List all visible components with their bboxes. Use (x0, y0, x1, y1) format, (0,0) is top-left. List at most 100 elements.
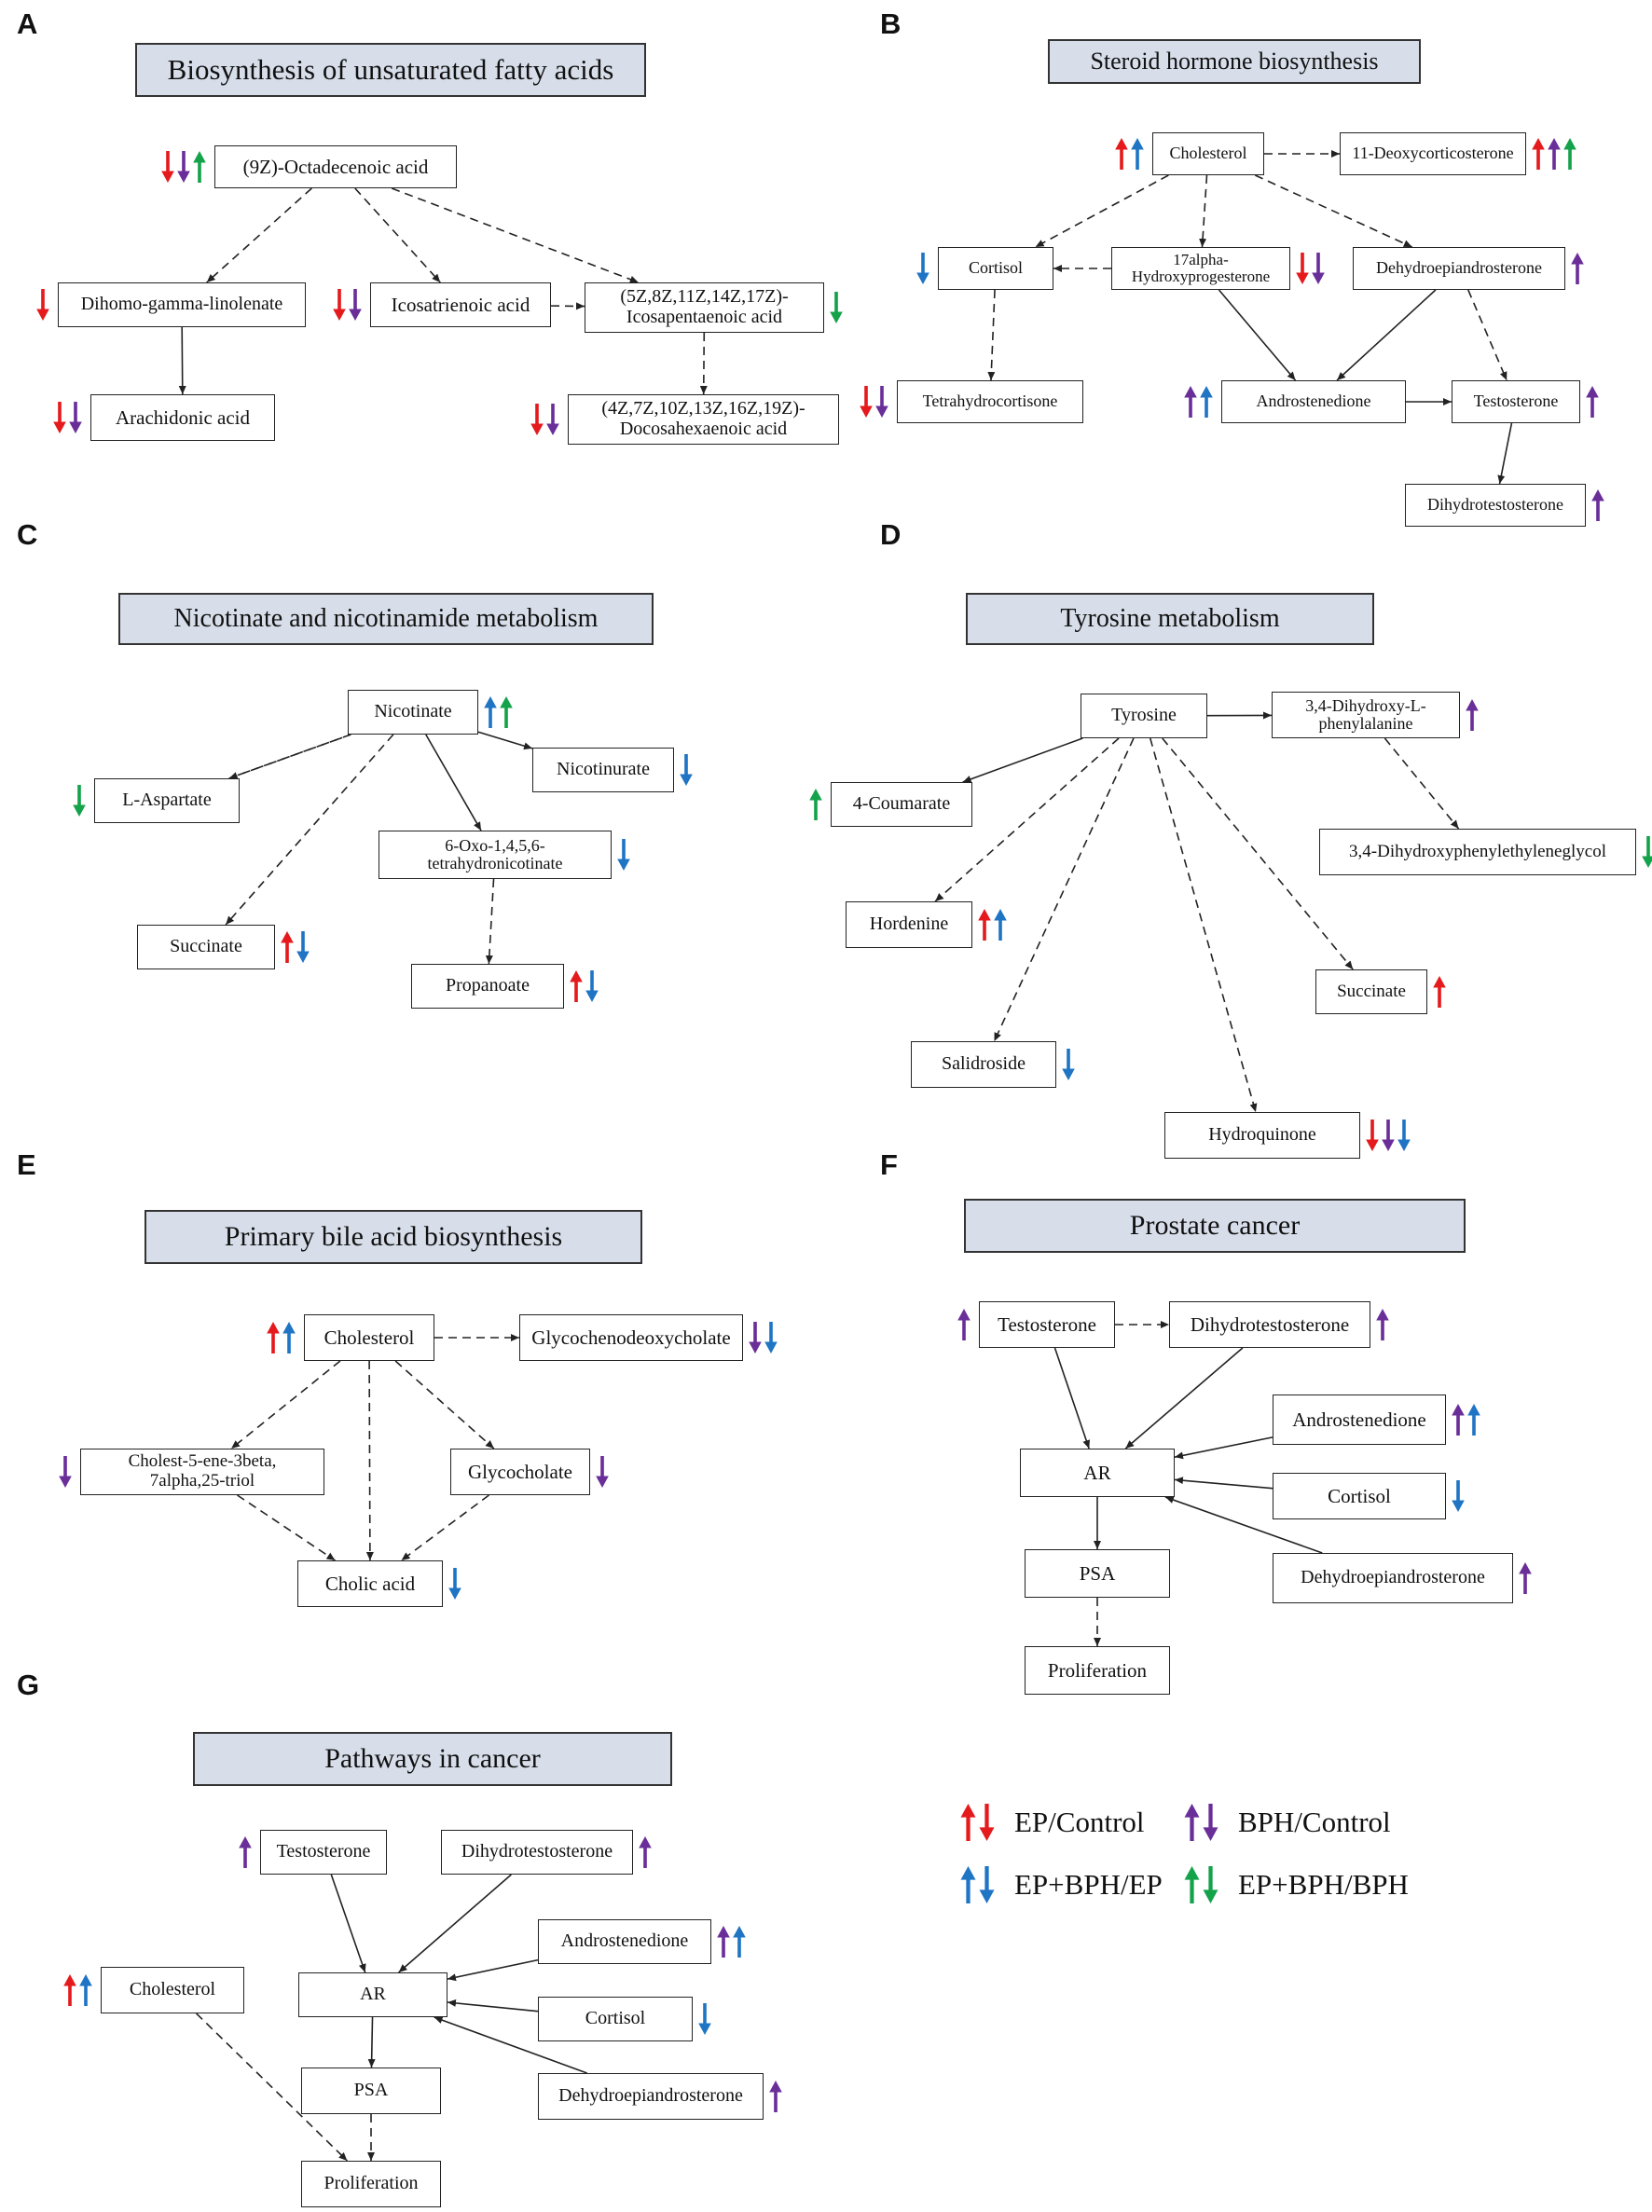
edge-C_nic-to-C_asp (228, 734, 351, 779)
node-e-gcdc: Glycochenodeoxycholate (519, 1314, 743, 1361)
node-b-11d: 11-Deoxycorticosterone (1340, 132, 1526, 175)
edge-C_nic-to-C_succ (225, 734, 394, 926)
node-g-chol: Cholesterol (101, 1967, 244, 2013)
red-up-arrow-icon (63, 1974, 76, 2006)
node-d-tyr: Tyrosine (1081, 694, 1207, 738)
node-a-oct: (9Z)-Octadecenoic acid (214, 145, 457, 188)
panel-letter-f: F (880, 1148, 898, 1181)
blue-up-arrow-icon (282, 1322, 296, 1353)
blue-down-arrow-icon (1397, 1120, 1411, 1151)
purple-up-arrow-icon (1184, 1804, 1200, 1841)
edge-B_chol-to-B_17a (1199, 174, 1208, 248)
change-arrows-a-ara (53, 402, 82, 433)
node-e-ca: Cholic acid (297, 1560, 443, 1607)
purple-down-arrow-icon (69, 402, 82, 433)
green-up-arrow-icon (500, 696, 513, 728)
change-arrows-g-testo (239, 1836, 252, 1868)
edge-A_oct-to-A_epa (391, 187, 640, 283)
change-arrows-c-succ (281, 931, 310, 963)
node-c-asp: L-Aspartate (94, 778, 240, 823)
edge-C_oxo-to-C_prop (485, 878, 495, 965)
red-down-arrow-icon (1296, 253, 1309, 284)
node-c-oxo: 6-Oxo-1,4,5,6- tetrahydronicotinate (379, 831, 612, 879)
edge-B_chol-to-B_dhea (1254, 174, 1413, 248)
purple-up-arrow-icon (639, 1836, 652, 1868)
legend-arrows-3 (1184, 1866, 1218, 1903)
panel-title-a: Biosynthesis of unsaturated fatty acids (135, 43, 646, 97)
edge-A_oct-to-A_ico (354, 187, 441, 283)
node-a-ico: Icosatrienoic acid (370, 282, 551, 327)
panel-title-d: Tyrosine metabolism (966, 593, 1374, 645)
red-up-arrow-icon (1433, 976, 1446, 1008)
purple-down-arrow-icon (749, 1322, 762, 1353)
change-arrows-f-andro (1452, 1404, 1480, 1436)
panel-letter-g: G (17, 1669, 40, 1701)
change-arrows-f-cort (1452, 1480, 1465, 1512)
edge-F_dht-to-F_ar (1124, 1347, 1244, 1449)
purple-down-arrow-icon (1203, 1804, 1218, 1841)
node-d-coum: 4-Coumarate (831, 782, 972, 827)
green-down-arrow-icon (1203, 1866, 1218, 1903)
purple-up-arrow-icon (1586, 386, 1599, 418)
purple-down-arrow-icon (59, 1456, 72, 1488)
panel-title-c: Nicotinate and nicotinamide metabolism (118, 593, 654, 645)
purple-up-arrow-icon (1376, 1309, 1389, 1340)
legend-label-1: BPH/Control (1238, 1806, 1391, 1838)
legend-label-3: EP+BPH/BPH (1238, 1868, 1409, 1901)
blue-up-arrow-icon (994, 909, 1007, 941)
node-b-chol: Cholesterol (1152, 132, 1264, 175)
change-arrows-a-ico (333, 289, 362, 321)
change-arrows-g-dht (639, 1836, 652, 1868)
blue-down-arrow-icon (764, 1322, 778, 1353)
change-arrows-c-prop (570, 970, 599, 1002)
change-arrows-e-ca (448, 1568, 461, 1600)
node-g-dht: Dihydrotestosterone (441, 1830, 633, 1875)
blue-down-arrow-icon (617, 839, 630, 871)
node-g-dhea: Dehydroepiandrosterone (538, 2073, 764, 2120)
edge-G_dht-to-G_ar (398, 1874, 512, 1973)
edge-A_oct-to-A_dgl (206, 187, 312, 283)
node-f-cort: Cortisol (1273, 1473, 1446, 1519)
purple-up-arrow-icon (1519, 1562, 1532, 1594)
change-arrows-d-hq (1366, 1120, 1411, 1151)
edge-E_chol-to-E_triol (230, 1360, 341, 1449)
legend-label-2: EP+BPH/EP (1014, 1868, 1163, 1901)
edge-D_dopa-to-D_dhpg (1384, 737, 1460, 830)
change-arrows-b-chol (1115, 138, 1144, 170)
node-f-ar: AR (1020, 1449, 1175, 1497)
green-down-arrow-icon (830, 292, 843, 323)
purple-down-arrow-icon (177, 151, 190, 183)
edge-G_andro-to-G_ar (447, 1958, 539, 1982)
change-arrows-b-11d (1532, 138, 1576, 170)
node-d-sal: Salidroside (911, 1041, 1056, 1088)
change-arrows-c-nicu (680, 754, 693, 786)
change-arrows-b-testo (1586, 386, 1599, 418)
red-up-arrow-icon (267, 1322, 280, 1353)
change-arrows-b-andro (1184, 386, 1213, 418)
change-arrows-d-succ (1433, 976, 1446, 1008)
edge-E_chol-to-E_gc (394, 1360, 495, 1449)
node-a-dgl: Dihomo-gamma-linolenate (58, 282, 306, 327)
change-arrows-b-dht (1591, 489, 1604, 521)
red-up-arrow-icon (960, 1804, 976, 1841)
node-b-testo: Testosterone (1452, 380, 1580, 423)
node-g-psa: PSA (301, 2068, 441, 2114)
change-arrows-c-asp (73, 785, 86, 817)
edge-B_testo-to-B_dht (1497, 422, 1513, 485)
purple-up-arrow-icon (1548, 138, 1561, 170)
change-arrows-b-thc (860, 386, 888, 418)
purple-down-arrow-icon (875, 386, 888, 418)
red-up-arrow-icon (570, 970, 583, 1002)
blue-up-arrow-icon (960, 1866, 976, 1903)
change-arrows-a-oct (161, 151, 206, 183)
blue-down-arrow-icon (448, 1568, 461, 1600)
blue-up-arrow-icon (484, 696, 497, 728)
node-g-testo: Testosterone (260, 1830, 387, 1875)
red-down-arrow-icon (860, 386, 873, 418)
edge-B_dhea-to-B_testo (1467, 289, 1507, 381)
edge-E_triol-to-E_ca (237, 1494, 336, 1561)
node-e-chol: Cholesterol (304, 1314, 434, 1361)
change-arrows-f-dhea (1519, 1562, 1532, 1594)
purple-up-arrow-icon (239, 1836, 252, 1868)
